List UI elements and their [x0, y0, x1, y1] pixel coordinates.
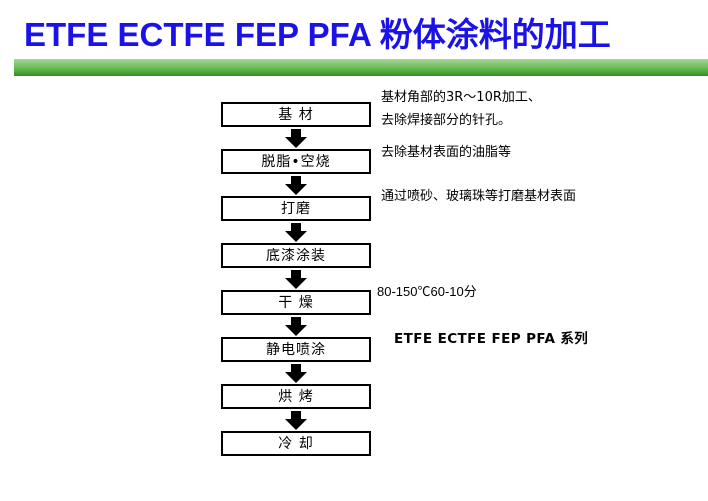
flow-node-label: 冷 却: [278, 435, 314, 452]
flow-arrow-down-icon: [221, 174, 371, 196]
process-flowchart: 基 材 脱脂•空烧 打磨 底漆涂装 干 燥: [221, 102, 371, 456]
flow-node-label: 静电喷涂: [266, 341, 326, 358]
arrow-head: [285, 372, 307, 383]
flow-arrow-down-icon: [221, 268, 371, 290]
annotation-substrate-line2: 去除焊接部分的针孔。: [381, 113, 512, 128]
arrow-head: [285, 137, 307, 148]
arrow-stem: [291, 270, 301, 280]
arrow-stem: [291, 129, 301, 139]
flow-node-grinding[interactable]: 打磨: [221, 196, 371, 221]
annotation-grinding: 通过喷砂、玻璃珠等打磨基材表面: [381, 189, 577, 204]
annotation-substrate-line1: 基材角部的3R～10R加工、: [381, 90, 541, 105]
flow-node-primer-coating[interactable]: 底漆涂装: [221, 243, 371, 268]
arrow-stem: [291, 411, 301, 421]
flow-node-drying[interactable]: 干 燥: [221, 290, 371, 315]
flow-node-label: 干 燥: [278, 294, 314, 311]
arrow-head: [285, 325, 307, 336]
arrow-stem: [291, 176, 301, 186]
flow-node-label: 基 材: [278, 106, 314, 123]
page-title-cjk: 粉体涂料的加工: [379, 15, 611, 54]
flow-node-baking[interactable]: 烘 烤: [221, 384, 371, 409]
page-title: ETFE ECTFE FEP PFA 粉体涂料的加工: [24, 14, 684, 56]
annotation-drying-condition: 80-150℃60-10分: [377, 284, 477, 299]
arrow-head: [285, 419, 307, 430]
flow-arrow-down-icon: [221, 127, 371, 149]
flow-node-substrate[interactable]: 基 材: [221, 102, 371, 127]
flow-node-label: 底漆涂装: [266, 247, 326, 264]
arrow-head: [285, 278, 307, 289]
flow-arrow-down-icon: [221, 315, 371, 337]
flow-node-label: 烘 烤: [278, 388, 314, 405]
flow-node-degrease[interactable]: 脱脂•空烧: [221, 149, 371, 174]
arrow-head: [285, 231, 307, 242]
arrow-stem: [291, 223, 301, 233]
flow-node-label: 脱脂•空烧: [261, 153, 331, 170]
flow-node-cooling[interactable]: 冷 却: [221, 431, 371, 456]
page-title-latin: ETFE ECTFE FEP PFA: [24, 16, 380, 53]
flow-node-label: 打磨: [281, 200, 311, 217]
arrow-stem: [291, 317, 301, 327]
title-underline-bar: [14, 59, 708, 76]
annotation-degrease: 去除基材表面的油脂等: [381, 145, 512, 160]
annotation-powder-series: ETFE ECTFE FEP PFA 系列: [394, 331, 589, 347]
flow-arrow-down-icon: [221, 362, 371, 384]
arrow-head: [285, 184, 307, 195]
flow-node-electrostatic-spray[interactable]: 静电喷涂: [221, 337, 371, 362]
flow-arrow-down-icon: [221, 221, 371, 243]
arrow-stem: [291, 364, 301, 374]
flow-arrow-down-icon: [221, 409, 371, 431]
